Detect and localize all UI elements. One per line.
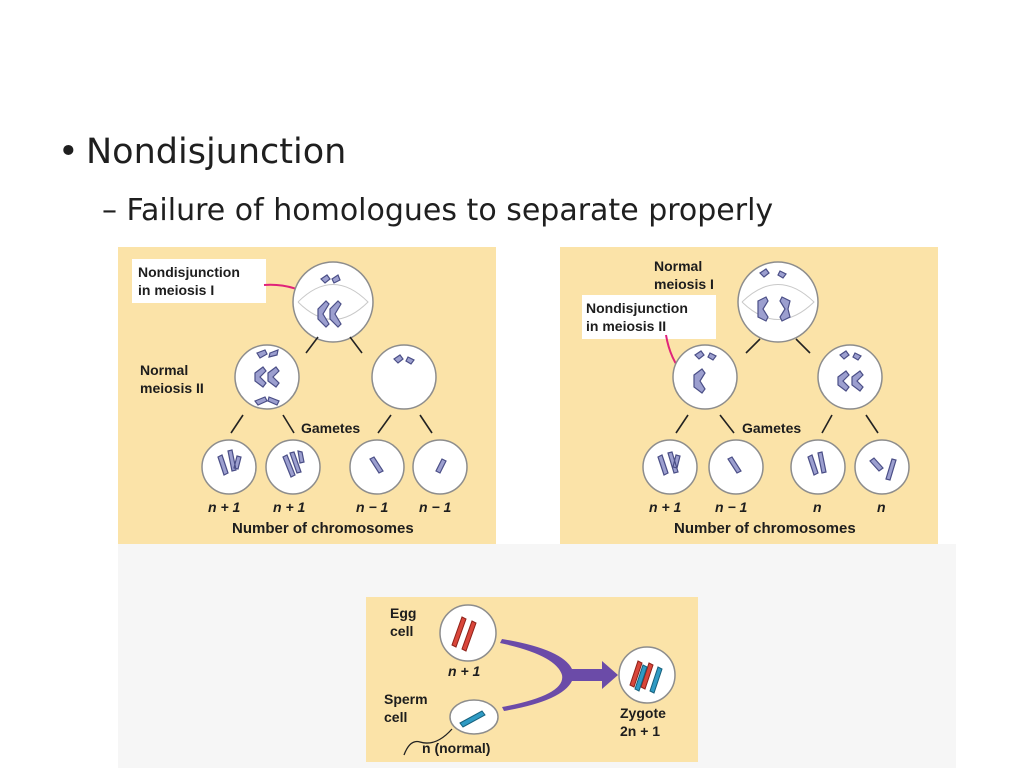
zygote-maternal-chromosomes <box>629 660 654 690</box>
count-label: n <box>813 499 822 515</box>
arrow <box>865 414 879 434</box>
egg-label-line2: cell <box>390 623 413 639</box>
arrow <box>349 336 363 354</box>
chromosome <box>256 349 279 359</box>
gamete-chromosomes <box>727 456 742 474</box>
chromosome <box>329 300 342 328</box>
left-daughter-cell <box>672 344 738 410</box>
arrow <box>230 414 244 434</box>
zygote-label-line1: Zygote <box>620 705 666 721</box>
count-label: n + 1 <box>208 499 241 515</box>
gamete-chromosomes <box>435 458 447 474</box>
bullet-marker: • <box>58 132 79 172</box>
parent-cell <box>737 261 819 343</box>
sub-bullet: – Failure of homologues to separate prop… <box>102 193 773 228</box>
arrow <box>719 414 735 434</box>
chromosome <box>393 354 415 365</box>
label-nondisjunction-line1: Nondisjunction <box>138 264 240 280</box>
chromosome <box>837 370 864 392</box>
sperm-label-line1: Sperm <box>384 691 428 707</box>
count-label: n − 1 <box>715 499 748 515</box>
egg-count: n + 1 <box>448 663 481 679</box>
chromosome <box>694 350 717 361</box>
chromosome <box>757 296 791 322</box>
label-normal-line1: Normal <box>654 258 702 274</box>
label-nondisjunction-line1: Nondisjunction <box>586 300 688 316</box>
arrow <box>675 414 689 434</box>
bullet-text: Nondisjunction <box>86 132 347 172</box>
footer-label: Number of chromosomes <box>674 520 856 537</box>
arrow <box>821 414 833 434</box>
label-box <box>582 295 716 339</box>
sperm-tail <box>403 728 453 756</box>
gamete-cell <box>790 439 846 495</box>
label-nondisjunction-line2: in meiosis I <box>138 282 214 298</box>
arrow <box>377 414 392 434</box>
panel-c-figure: Egg cell n + 1 Sperm cell n (normal) Zyg… <box>384 604 676 756</box>
gamete-chromosomes <box>869 457 897 481</box>
arrow <box>305 336 319 354</box>
count-label: n + 1 <box>649 499 682 515</box>
panel-fertilization: Egg cell n + 1 Sperm cell n (normal) Zyg… <box>366 597 698 762</box>
chromosome <box>254 396 280 406</box>
arrow <box>282 414 295 434</box>
gametes-label: Gametes <box>742 420 801 436</box>
bullet-nondisjunction: •Nondisjunction <box>58 132 346 172</box>
sperm-label-line2: cell <box>384 709 407 725</box>
arrow <box>419 414 433 434</box>
parent-cell <box>292 261 374 343</box>
chromosome <box>254 366 280 388</box>
label-box <box>132 259 266 303</box>
panel-a-figure: Nondisjunction in meiosis I Normal meios… <box>132 259 468 537</box>
count-label: n − 1 <box>419 499 452 515</box>
count-label: n <box>877 499 886 515</box>
arrow <box>745 338 761 354</box>
footer-label: Number of chromosomes <box>232 520 414 537</box>
zygote-paternal-chromosomes <box>634 664 663 694</box>
chromosome <box>317 300 330 328</box>
gamete-cell <box>265 439 321 495</box>
chromosome <box>693 368 706 394</box>
chromosome <box>839 350 862 361</box>
fusion-arrow <box>500 639 618 711</box>
dash-marker: – <box>102 193 117 228</box>
panel-meiosis-ii-nondisjunction: Normal meiosis I Nondisjunction in meios… <box>560 247 938 544</box>
label-nondisjunction-line2: in meiosis II <box>586 318 666 334</box>
count-label: n − 1 <box>356 499 389 515</box>
arrow <box>795 338 811 354</box>
chromosome <box>320 274 341 284</box>
count-label: n + 1 <box>273 499 306 515</box>
left-daughter-cell <box>234 344 300 410</box>
gamete-cell <box>201 439 257 495</box>
right-daughter-cell <box>371 344 437 410</box>
egg-chromosomes <box>451 616 477 652</box>
gamete-chromosomes <box>369 456 384 474</box>
sperm-chromosome <box>459 710 486 728</box>
label-normal-line1: Normal <box>140 362 188 378</box>
panel-b-figure: Normal meiosis I Nondisjunction in meios… <box>582 258 910 537</box>
label-normal-line2: meiosis I <box>654 276 714 292</box>
right-daughter-cell <box>817 344 883 410</box>
gametes-label: Gametes <box>301 420 360 436</box>
label-normal-line2: meiosis II <box>140 380 204 396</box>
panel-meiosis-i-nondisjunction: Nondisjunction in meiosis I Normal meios… <box>118 247 496 544</box>
zygote-label-line2: 2n + 1 <box>620 723 660 739</box>
egg-label-line1: Egg <box>390 605 416 621</box>
gamete-chromosomes <box>807 451 827 476</box>
gamete-chromosomes <box>217 449 242 476</box>
gamete-cell <box>642 439 698 495</box>
sub-bullet-text: Failure of homologues to separate proper… <box>126 193 774 228</box>
gamete-chromosomes <box>657 451 681 476</box>
sperm-count: n (normal) <box>422 740 490 756</box>
chromosome <box>759 268 787 279</box>
gamete-chromosomes <box>282 450 305 478</box>
